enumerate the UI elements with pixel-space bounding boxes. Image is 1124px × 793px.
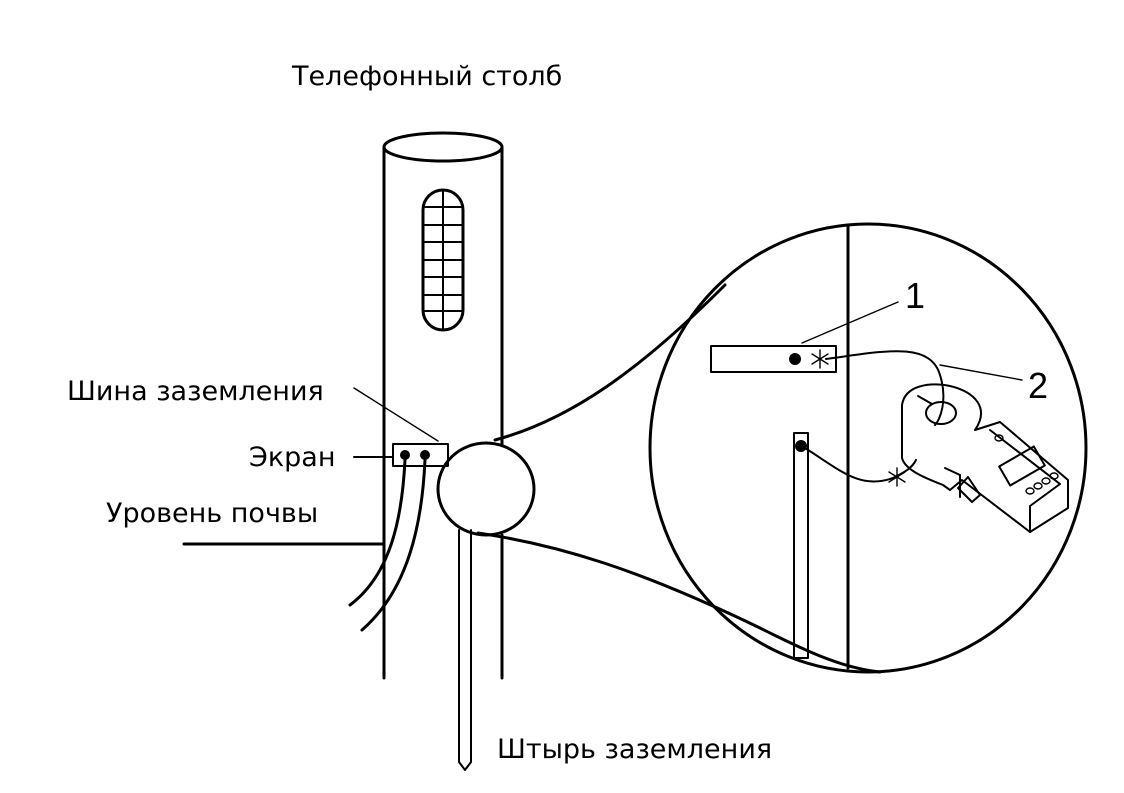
telephone-pole (382, 131, 504, 680)
magnified-clip-asterisk-top (811, 349, 829, 369)
ground-rod (458, 529, 472, 771)
bus-bar (392, 443, 449, 467)
label-ground-rod: Штырь заземления (497, 734, 772, 765)
zoom-connector-top (493, 283, 727, 442)
magnified-view: 1 2 (648, 222, 1088, 674)
magnified-rod-terminal (795, 440, 807, 452)
terminal-dot-2 (420, 450, 430, 460)
magnified-clip-asterisk-bottom (888, 467, 906, 487)
cable-2 (360, 458, 427, 632)
zoom-source-circle (436, 441, 536, 537)
measurement-wire-loop (825, 350, 945, 426)
label-ground-level: Уровень почвы (106, 498, 318, 529)
label-grounding-bus: Шина заземления (67, 376, 324, 407)
grounding-bus (392, 443, 449, 467)
magnified-circle (648, 222, 1088, 674)
label-screen: Экран (249, 442, 336, 473)
pole-vent-grill (421, 188, 465, 332)
pole-top-ellipse (382, 131, 504, 163)
zoom-connector-bottom (476, 531, 882, 674)
title-telephone-pole: Телефонный столб (291, 61, 562, 92)
callout-1: 1 (905, 275, 925, 316)
cable-1 (348, 458, 407, 607)
leader-callout-1 (801, 301, 899, 344)
magnified-bus-bar (710, 345, 837, 373)
callout-2: 2 (1028, 365, 1048, 406)
leader-callout-2 (939, 364, 1023, 381)
magnified-ground-rod (793, 432, 809, 659)
rod-body (458, 529, 472, 771)
magnified-terminal-dot (789, 353, 801, 365)
clamp-meter-icon (901, 383, 1069, 533)
leader-grounding-bus (353, 387, 439, 442)
rod-wire (804, 447, 917, 483)
terminal-dot-1 (400, 450, 410, 460)
